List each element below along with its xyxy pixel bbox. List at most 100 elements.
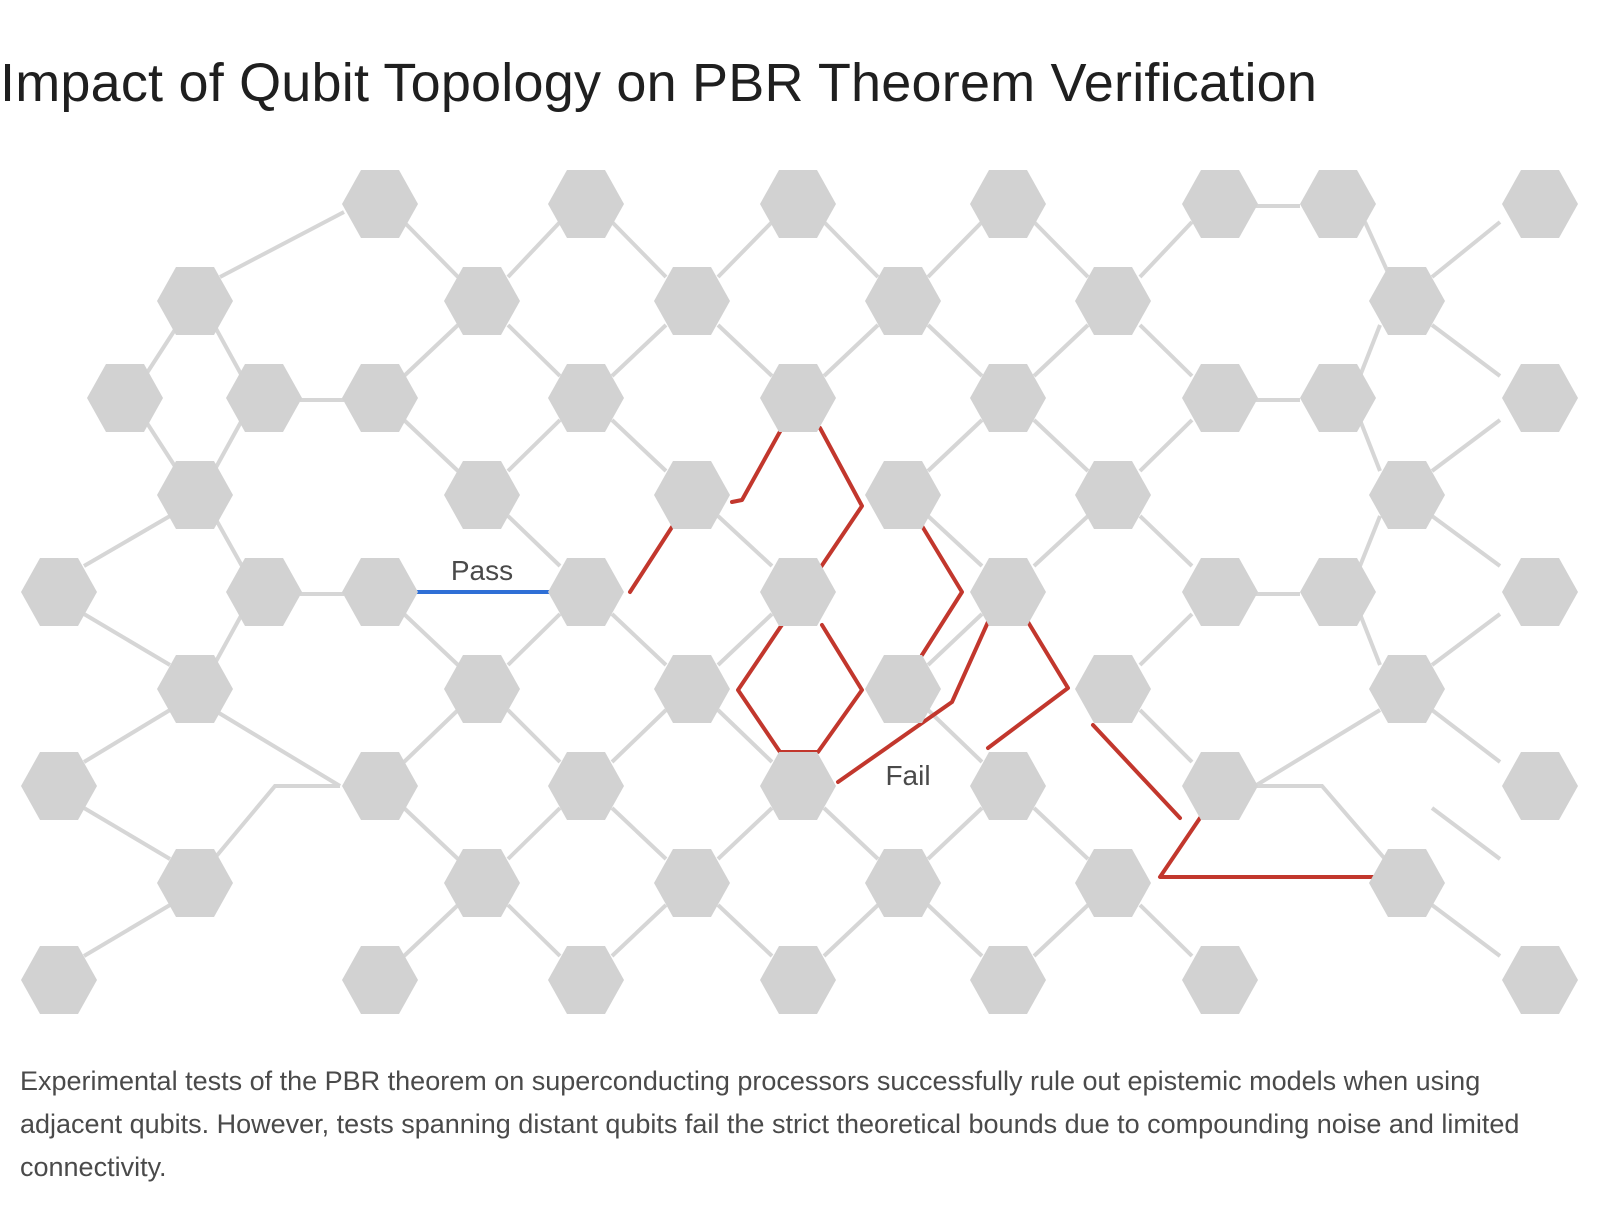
coupler-edge — [212, 613, 244, 666]
qubit-node — [760, 946, 836, 1014]
coupler-edge — [716, 903, 774, 958]
coupler-edge — [926, 806, 984, 861]
qubit-node — [444, 461, 520, 529]
page-title: Impact of Qubit Topology on PBR Theorem … — [0, 53, 1318, 113]
coupler-edge — [402, 323, 460, 378]
qubit-node — [444, 655, 520, 723]
fail-route-1 — [628, 525, 674, 594]
coupler-edge — [926, 708, 984, 764]
qubit-node — [970, 752, 1046, 820]
qubit-node — [226, 558, 302, 626]
qubit-nodes — [21, 170, 1578, 1014]
qubit-node — [970, 364, 1046, 432]
coupler-edge — [716, 612, 774, 667]
qubit-node — [157, 267, 233, 335]
qubit-node — [970, 170, 1046, 238]
coupler-edge — [402, 418, 460, 473]
qubit-node — [444, 267, 520, 335]
coupler-edge — [716, 514, 774, 568]
coupler-edge — [926, 612, 984, 667]
coupler-edge — [1358, 419, 1382, 472]
coupler-edge — [506, 220, 562, 279]
coupler-edge — [143, 323, 180, 378]
coupler-edge — [716, 708, 774, 764]
coupler-edge — [1138, 612, 1194, 667]
coupler-edge — [506, 903, 562, 958]
qubit-node — [21, 558, 97, 626]
coupler-edge — [1430, 323, 1502, 378]
coupler-edge — [212, 324, 244, 377]
coupler-edge — [1032, 220, 1090, 279]
fail-route-7 — [1091, 723, 1182, 820]
qubit-node — [1300, 170, 1376, 238]
qubit-node — [342, 558, 418, 626]
coupler-edge — [1363, 221, 1392, 278]
coupler-edge — [1358, 324, 1382, 377]
coupler-edge — [402, 806, 460, 861]
coupler-edge — [1430, 806, 1502, 861]
qubit-node — [21, 752, 97, 820]
coupler-edge — [610, 708, 668, 764]
coupler-edge — [1430, 708, 1502, 764]
coupler-edge — [926, 323, 984, 378]
qubit-node — [1182, 752, 1258, 820]
qubit-node — [1075, 655, 1151, 723]
coupler-edge — [1430, 514, 1502, 568]
coupler-edge — [402, 220, 460, 279]
qubit-node — [548, 558, 624, 626]
coupler-edge — [1255, 784, 1387, 861]
qubit-node — [548, 946, 624, 1014]
qubit-node — [21, 946, 97, 1014]
coupler-edge — [82, 806, 172, 861]
coupler-edge — [610, 612, 668, 667]
fail-route-4 — [920, 524, 964, 657]
qubit-node — [1075, 267, 1151, 335]
qubit-node — [444, 849, 520, 917]
coupler-edge — [1138, 418, 1194, 473]
qubit-node — [654, 655, 730, 723]
qubit-node — [760, 364, 836, 432]
coupler-edge — [926, 418, 984, 473]
qubit-node — [760, 170, 836, 238]
coupler-edge — [610, 903, 668, 958]
coupler-edge — [212, 419, 244, 472]
qubit-node — [342, 170, 418, 238]
coupler-edge — [822, 903, 880, 958]
qubit-node — [760, 752, 836, 820]
coupler-edge — [506, 323, 562, 378]
qubit-node — [548, 364, 624, 432]
qubit-node — [1502, 558, 1578, 626]
qubit-topology-diagram: Pass Fail — [21, 170, 1578, 1014]
coupler-edge — [1032, 418, 1090, 473]
coupler-edge — [822, 323, 880, 378]
qubit-node — [1369, 267, 1445, 335]
coupler-edge — [506, 514, 562, 568]
coupler-edge — [506, 708, 562, 764]
coupler-edge — [610, 418, 668, 473]
coupler-edge — [82, 612, 172, 667]
coupler-edge — [1138, 514, 1194, 568]
qubit-node — [1502, 170, 1578, 238]
coupler-edge — [1032, 323, 1090, 378]
coupler-edge — [822, 220, 880, 279]
qubit-node — [342, 946, 418, 1014]
coupler-edge — [506, 806, 562, 861]
qubit-node — [1502, 946, 1578, 1014]
coupler-edge — [610, 323, 668, 378]
fail-route-2 — [730, 426, 784, 504]
fail-route-8 — [1158, 816, 1377, 879]
coupler-edge — [1358, 613, 1382, 666]
fail-route-5 — [836, 620, 990, 784]
coupler-edge — [926, 514, 984, 568]
qubit-node — [1300, 558, 1376, 626]
coupler-edge — [212, 708, 342, 788]
qubit-node — [654, 267, 730, 335]
coupler-edge — [1430, 903, 1502, 958]
coupler-edge — [506, 612, 562, 667]
coupler-edge — [82, 708, 172, 764]
fail-label: Fail — [885, 760, 930, 791]
coupler-edge — [1138, 903, 1194, 958]
qubit-node — [1300, 364, 1376, 432]
coupler-edge — [1032, 514, 1090, 568]
coupler-edge — [82, 514, 172, 568]
